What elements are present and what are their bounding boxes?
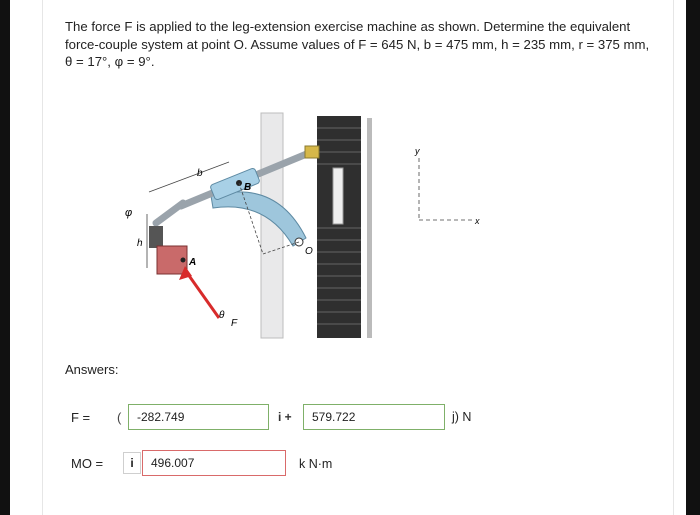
rod-end-cap <box>304 145 320 159</box>
dimension-b <box>148 161 230 193</box>
question-card: The force F is applied to the leg-extens… <box>42 0 674 515</box>
moment-i-indicator: i <box>123 452 141 474</box>
force-label: F = <box>71 410 91 425</box>
radius-line <box>238 182 264 255</box>
force-y-input[interactable] <box>303 404 445 430</box>
lower-arm <box>152 199 187 227</box>
label-F: F <box>231 318 238 329</box>
label-theta: θ <box>219 310 225 321</box>
force-unit: j) N <box>452 410 472 424</box>
label-phi: φ <box>125 207 132 219</box>
moment-label: MO = <box>71 456 104 471</box>
frame-rail <box>367 118 372 338</box>
force-arrow <box>183 269 221 319</box>
force-x-input[interactable] <box>128 404 269 430</box>
label-h: h <box>137 238 143 249</box>
label-A: A <box>188 257 196 268</box>
point-A <box>180 257 186 263</box>
answers-heading: Answers: <box>65 362 119 377</box>
weight-stack <box>317 116 361 338</box>
radius-line-2 <box>262 241 300 255</box>
right-edge <box>686 0 700 515</box>
label-y: y <box>414 146 420 156</box>
label-B: B <box>244 182 251 193</box>
i-plus-label: i + <box>278 410 292 424</box>
curved-arm <box>210 191 307 247</box>
pad-bracket <box>149 226 163 248</box>
label-O: O <box>305 246 313 257</box>
label-x: x <box>474 216 480 226</box>
moment-unit: k N·m <box>299 457 333 471</box>
sleeve-B <box>210 167 260 201</box>
moment-input[interactable] <box>142 450 286 476</box>
leg-extension-figure: b B A O F h φ θ y x <box>125 112 480 339</box>
left-edge <box>0 0 10 515</box>
force-arrowhead <box>179 266 192 280</box>
label-b: b <box>197 168 203 179</box>
open-paren: ( <box>117 410 122 425</box>
weight-pin-slot <box>332 167 344 225</box>
problem-statement: The force F is applied to the leg-extens… <box>65 19 650 69</box>
